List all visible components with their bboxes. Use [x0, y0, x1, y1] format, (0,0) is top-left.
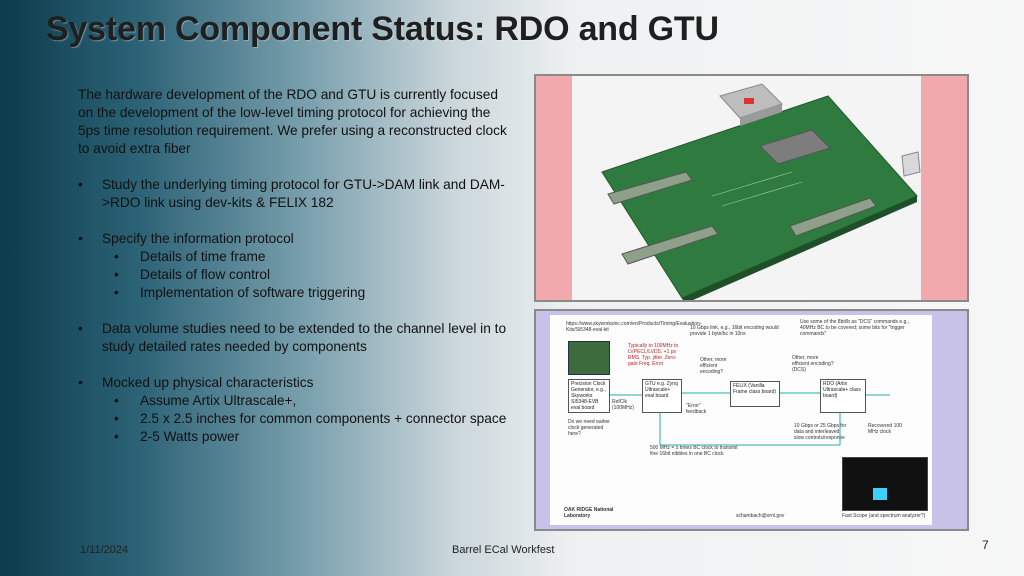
bullet-marker: • — [114, 393, 119, 408]
slide-title: System Component Status: RDO and GTU — [46, 10, 719, 48]
sub-bullet-text: Details of flow control — [140, 267, 271, 282]
diagram-note-dcs: Use some of the 8bit/b as "DCS" commands… — [800, 319, 910, 337]
felix-box: FELIX (Vanilla Frame class board) — [730, 381, 780, 407]
footer-date: 1/11/2024 — [80, 544, 129, 556]
sub-bullet: • Details of time frame — [78, 248, 508, 266]
bullet-marker: • — [114, 285, 119, 300]
clock-generator-box: Precision Clock Generator, e.g., Skywork… — [568, 379, 610, 413]
timing-diagram-image: https://www.skyworksinc.com/en/Products/… — [534, 309, 969, 531]
sub-bullet-text: Assume Artix Ultrascale+, — [140, 393, 297, 408]
diagram-note-link: 10 Gbps link, e.g., 16bit encoding would… — [690, 325, 779, 337]
bullet-text: Data volume studies need to be extended … — [102, 321, 507, 354]
connector-bottom — [621, 225, 719, 265]
ornl-logo: OAK RIDGE National Laboratory — [564, 507, 614, 519]
connector-right — [789, 197, 877, 237]
bullet-marker: • — [78, 177, 83, 192]
note-encoding-left: Other, more efficient encoding? — [700, 357, 727, 375]
scope-caption: Fast Scope (and spectrum analyzer?) — [842, 513, 926, 519]
bullet-marker: • — [114, 267, 119, 282]
bullet-marker: • — [114, 411, 119, 426]
note-recovered-clock: Recovered 100 MHz clock — [868, 423, 902, 435]
sub-bullet: • Assume Artix Ultrascale+, — [78, 392, 508, 410]
gtu-box: GTU e.g. Zynq Ultrascale+ eval board — [642, 379, 682, 413]
feedback-label: "Error" feedback — [686, 403, 707, 415]
eval-board-photo — [568, 341, 610, 375]
silkscreen-line — [711, 171, 793, 197]
intro-paragraph: The hardware development of the RDO and … — [78, 87, 507, 156]
pcb-image-canvas — [572, 76, 921, 304]
connector-label — [744, 98, 754, 104]
diagram-note-jitter: Typically to 100MHz to LVPECL/LVDS, +1 p… — [628, 343, 679, 367]
bullet-text: Study the underlying timing protocol for… — [102, 177, 505, 210]
scope-screenshot — [842, 457, 928, 511]
fpga-chip — [759, 129, 831, 165]
diagram-canvas: https://www.skyworksinc.com/en/Products/… — [550, 315, 932, 525]
refclk-label: RefClk (100MHz) — [612, 399, 634, 411]
note-link-speed: 10 Gbps or 25 Gbps for data and interlea… — [794, 423, 847, 441]
bullet-text: Mocked up physical characteristics — [102, 375, 314, 390]
silkscreen-line — [721, 181, 803, 207]
sub-bullet: • 2.5 x 2.5 inches for common components… — [78, 410, 508, 428]
bullet-marker: • — [78, 321, 83, 336]
sub-bullet: • Details of flow control — [78, 266, 508, 284]
pcb-board-svg — [601, 83, 921, 304]
sub-bullet-text: 2-5 Watts power — [140, 429, 240, 444]
bullet-1: • Study the underlying timing protocol f… — [78, 176, 508, 212]
bullet-marker: • — [114, 429, 119, 444]
connector-top-side — [740, 104, 782, 126]
note-clock-needed: Do we need earlier clock generated here? — [568, 419, 610, 437]
bullet-2: • Specify the information protocol — [78, 230, 508, 248]
rdo-box: RDO (Artix Ultrascale+ class board) — [820, 379, 866, 413]
diagram-url: https://www.skyworksinc.com/en/Products/… — [566, 321, 702, 333]
sub-bullet-text: Implementation of software triggering — [140, 285, 366, 300]
page-number: 7 — [982, 538, 989, 552]
sub-bullet: • 2-5 Watts power — [78, 428, 508, 446]
bullet-marker: • — [78, 375, 83, 390]
scope-peak — [873, 488, 887, 500]
footer-title: Barrel ECal Workfest — [452, 544, 555, 556]
bullet-4: • Mocked up physical characteristics — [78, 374, 508, 392]
sub-bullet-text: Details of time frame — [140, 249, 266, 264]
sub-bullet-text: 2.5 x 2.5 inches for common components +… — [140, 411, 507, 426]
sub-bullet: • Implementation of software triggering — [78, 284, 508, 302]
small-connector — [901, 151, 921, 177]
pcb-render-image — [534, 74, 969, 304]
connector-left — [607, 171, 693, 205]
bullet-marker: • — [78, 231, 83, 246]
bullet-marker: • — [114, 249, 119, 264]
note-bc-clock: 500 MHz = 5 times BC clock to transmit f… — [650, 445, 738, 457]
slide-body: The hardware development of the RDO and … — [78, 86, 508, 446]
diagram-email: schambach@ornl.gov — [736, 513, 785, 519]
bullet-text: Specify the information protocol — [102, 231, 294, 246]
pcb-board-edge — [682, 196, 917, 304]
diagram-arrows-svg — [610, 392, 890, 446]
note-encoding-right: Other, more efficient encoding? (DCS) — [792, 355, 834, 373]
bullet-3: • Data volume studies need to be extende… — [78, 320, 508, 356]
